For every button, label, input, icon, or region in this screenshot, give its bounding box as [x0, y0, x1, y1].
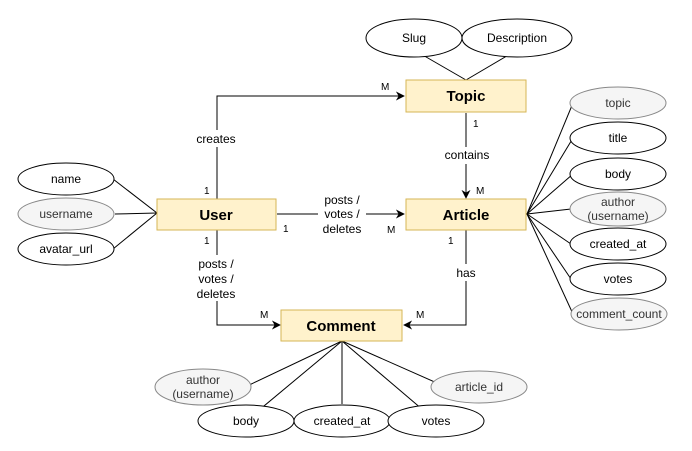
attr-article-body [569, 157, 667, 191]
attr-comment-votes-label: votes [422, 414, 451, 428]
entity-user-label: User [199, 207, 233, 224]
entity-article-label: Article [443, 207, 490, 224]
attr-user-name [17, 162, 115, 196]
has-label: has [456, 266, 475, 280]
user-attributes: name username avatar_url [17, 162, 115, 266]
attr-article-created-at-label: created_at [590, 237, 647, 251]
user-comment-from-card: 1 [204, 236, 210, 247]
creates-label: creates [196, 132, 235, 146]
attr-user-name-label: name [51, 172, 81, 186]
contains-label: contains [445, 148, 490, 162]
attr-topic-slug-label: Slug [402, 31, 426, 45]
comment-attributes: author (username) body created_at votes … [154, 368, 528, 438]
attr-article-body-label: body [605, 167, 631, 181]
user-comment-label-line3: deletes [197, 287, 236, 301]
user-article-to-card: M [387, 225, 395, 236]
has-from-card: 1 [448, 236, 454, 247]
attr-article-author [569, 191, 667, 227]
attr-article-author-label-line2: (username) [587, 209, 648, 223]
attr-user-username-label: username [39, 207, 93, 221]
attr-article-title-label: title [609, 131, 628, 145]
attr-article-comment-count [570, 297, 668, 331]
user-comment-label-line2: votes / [198, 272, 234, 286]
user-article-label-line1: posts / [324, 193, 360, 207]
attr-article-topic-label: topic [605, 96, 630, 110]
user-comment-to-card: M [260, 310, 268, 321]
contains-from-card: 1 [473, 119, 479, 130]
attr-user-username [17, 197, 115, 231]
creates-to-card: M [381, 82, 389, 93]
entity-article[interactable]: Article [405, 198, 527, 231]
entity-user[interactable]: User [156, 198, 277, 231]
attr-comment-author-label-line2: (username) [172, 387, 233, 401]
attr-article-title [569, 121, 667, 155]
creates-connector [216, 91, 405, 200]
entity-comment[interactable]: Comment [280, 309, 403, 342]
relationship-labels: creates contains posts / votes / deletes… [192, 130, 493, 301]
attr-article-votes [569, 262, 667, 296]
attr-article-comment-count-label: comment_count [576, 307, 662, 321]
user-article-label-line2: votes / [324, 207, 360, 221]
attr-topic-description [461, 18, 573, 58]
contains-to-card: M [476, 186, 484, 197]
user-article-from-card: 1 [283, 224, 289, 235]
has-connector [403, 230, 467, 330]
attr-comment-author [154, 368, 252, 406]
attr-comment-votes [387, 404, 485, 438]
creates-from-card: 1 [204, 186, 210, 197]
article-attributes: topic title body author (username) creat… [569, 86, 668, 331]
has-to-card: M [416, 310, 424, 321]
attr-article-votes-label: votes [604, 272, 633, 286]
attr-comment-body-label: body [233, 414, 259, 428]
user-comment-label-line1: posts / [198, 257, 234, 271]
attr-comment-created-at-label: created_at [314, 414, 371, 428]
attr-article-author-label-line1: author [601, 195, 635, 209]
attr-topic-description-label: Description [487, 31, 547, 45]
attr-comment-article-id [430, 370, 528, 404]
user-article-label-line3: deletes [323, 222, 362, 236]
attr-article-topic [569, 86, 667, 120]
attr-comment-author-label-line1: author [186, 373, 220, 387]
cardinalities: 1 M 1 M 1 M 1 M 1 M [204, 82, 484, 321]
attr-user-avatar-url-label: avatar_url [39, 242, 92, 256]
attr-article-created-at [569, 227, 667, 261]
topic-attributes: Slug Description [365, 18, 573, 58]
entity-topic[interactable]: Topic [405, 79, 527, 113]
attr-comment-article-id-label: article_id [455, 380, 503, 394]
entity-comment-label: Comment [306, 318, 375, 335]
entity-topic-label: Topic [447, 88, 486, 105]
attr-user-avatar-url [17, 232, 115, 266]
